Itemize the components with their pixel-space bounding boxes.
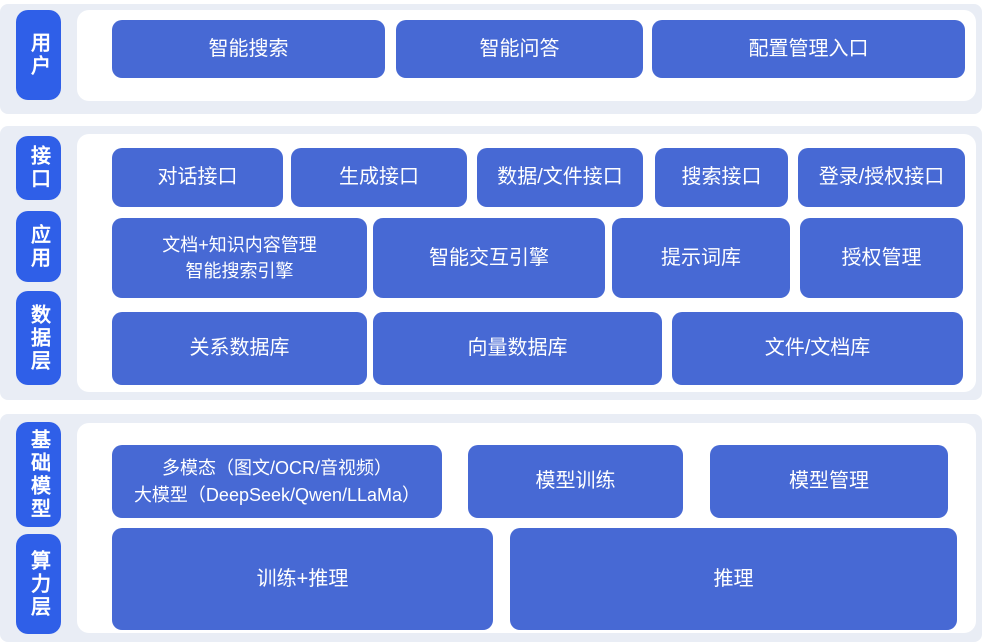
block-model-training: 模型训练 — [468, 445, 683, 518]
block-search-api: 搜索接口 — [655, 148, 788, 207]
layer-label-user: 用户 — [16, 10, 61, 100]
block-vector-db: 向量数据库 — [373, 312, 662, 385]
block-prompt-library: 提示词库 — [612, 218, 790, 298]
block-data-file-api: 数据/文件接口 — [477, 148, 643, 207]
block-dialog-api: 对话接口 — [112, 148, 283, 207]
block-multimodal-llm: 多模态（图文/OCR/音视频） 大模型（DeepSeek/Qwen/LLaMa） — [112, 445, 442, 518]
block-smart-search: 智能搜索 — [112, 20, 385, 78]
block-relational-db: 关系数据库 — [112, 312, 367, 385]
block-config-admin-entry: 配置管理入口 — [652, 20, 965, 78]
block-auth-management: 授权管理 — [800, 218, 963, 298]
block-inference: 推理 — [510, 528, 957, 630]
layer-label-foundation-model: 基础模型 — [16, 422, 61, 527]
block-interactive-engine: 智能交互引擎 — [373, 218, 605, 298]
layer-label-interface: 接口 — [16, 136, 61, 200]
layer-label-application: 应用 — [16, 211, 61, 282]
block-smart-qa: 智能问答 — [396, 20, 643, 78]
block-doc-knowledge-search-engine: 文档+知识内容管理 智能搜索引擎 — [112, 218, 367, 298]
block-file-doc-library: 文件/文档库 — [672, 312, 963, 385]
layer-label-compute-layer: 算力层 — [16, 534, 61, 634]
block-login-auth-api: 登录/授权接口 — [798, 148, 965, 207]
layer-label-data-layer: 数据层 — [16, 291, 61, 385]
block-generation-api: 生成接口 — [291, 148, 467, 207]
block-training-inference: 训练+推理 — [112, 528, 493, 630]
block-model-management: 模型管理 — [710, 445, 948, 518]
